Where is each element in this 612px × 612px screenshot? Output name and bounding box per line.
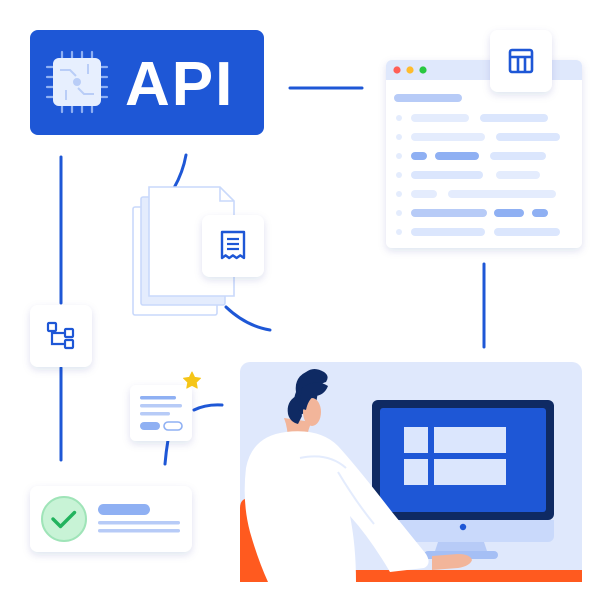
list-item	[396, 190, 556, 198]
connector-note-to-workstation	[192, 403, 224, 412]
receipt-document-icon	[220, 230, 246, 260]
table-icon-card[interactable]	[490, 30, 552, 92]
monitor	[372, 400, 554, 559]
connector-documents-to-workstation	[224, 305, 272, 332]
workstation-scene	[240, 362, 582, 582]
list-item	[396, 152, 546, 160]
cpu-chip-icon	[45, 50, 109, 114]
star-icon	[183, 371, 201, 389]
check-badge	[41, 496, 87, 542]
api-label: API	[125, 50, 234, 119]
connector-note-down	[163, 438, 170, 466]
person	[244, 369, 472, 582]
list-item	[396, 209, 548, 217]
desk	[300, 570, 582, 582]
browser-list-rows	[396, 114, 560, 236]
browser-window	[386, 60, 582, 248]
monitor-layout-icon	[404, 427, 506, 485]
browser-header-bar	[394, 94, 462, 102]
list-item	[396, 171, 540, 179]
status-card-content	[41, 496, 180, 542]
connector-lines	[59, 86, 486, 466]
hierarchy-icon	[46, 321, 75, 350]
window-minimize-dot[interactable]	[406, 66, 414, 74]
list-item	[396, 114, 548, 122]
receipt-document-card[interactable]	[202, 215, 264, 277]
checkmark-icon	[51, 510, 77, 529]
document-stack	[132, 186, 235, 316]
table-icon	[508, 48, 534, 74]
window-maximize-dot[interactable]	[419, 66, 427, 74]
window-close-dot[interactable]	[393, 66, 401, 74]
list-item	[396, 228, 560, 236]
connector-api-to-documents	[172, 153, 188, 190]
note-card-content	[140, 396, 183, 431]
api-badge: API	[30, 30, 264, 135]
hierarchy-icon-card[interactable]	[30, 305, 92, 367]
list-item	[396, 133, 560, 141]
